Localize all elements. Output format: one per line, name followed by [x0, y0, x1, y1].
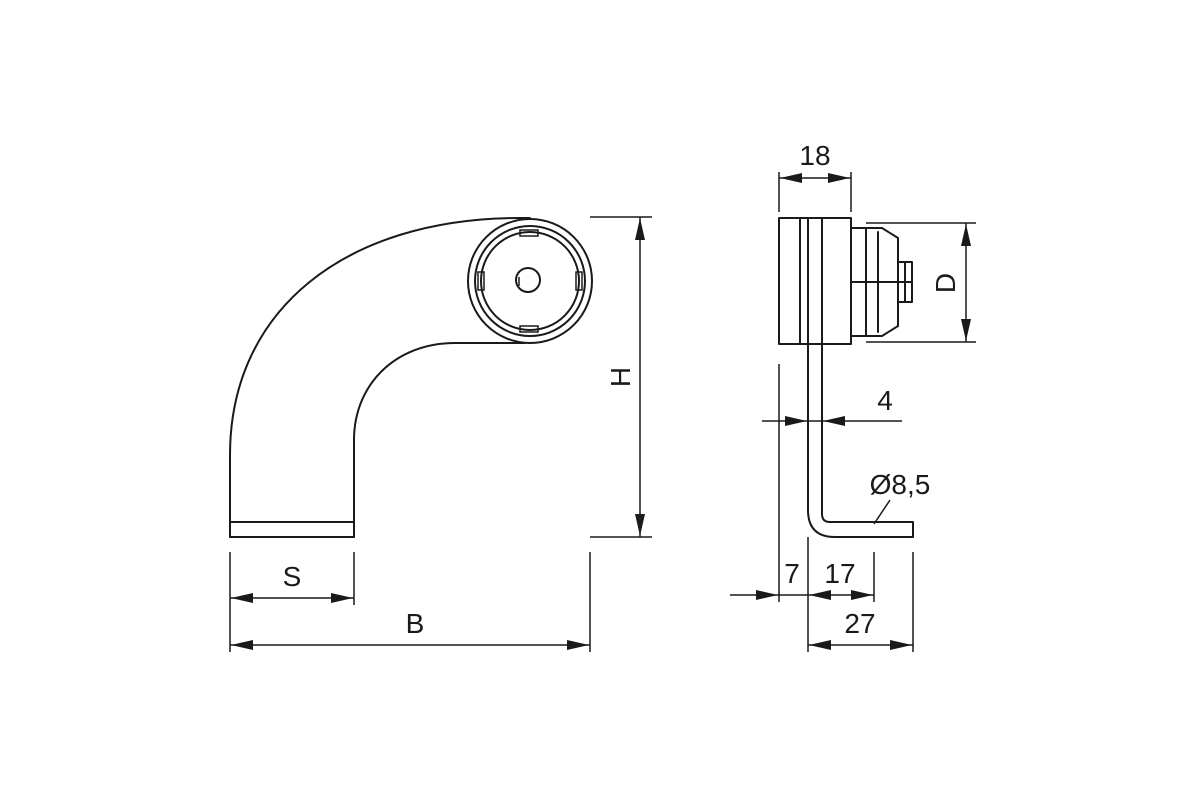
- dimension-hole: Ø8,5: [870, 469, 931, 525]
- dimension-base: 27: [808, 552, 914, 652]
- height-label: H: [605, 367, 636, 387]
- offset-b-label: 17: [824, 558, 855, 589]
- dimension-diameter: D: [866, 222, 976, 343]
- thickness-label: 4: [877, 385, 893, 416]
- side-block: [778, 217, 852, 345]
- hole-label: Ø8,5: [870, 469, 931, 500]
- socket-label: S: [283, 561, 302, 592]
- socket-hole: [515, 267, 541, 293]
- side-screw: [897, 261, 913, 303]
- dimension-offsets: 7 17: [730, 364, 875, 652]
- socket-outer-ring: [467, 218, 593, 344]
- side-view: [778, 217, 914, 538]
- front-view: [229, 217, 593, 538]
- offset-a-label: 7: [784, 558, 800, 589]
- socket-notch-top: [519, 229, 539, 237]
- socket-notch-bottom: [519, 325, 539, 333]
- side-width-label: 18: [799, 140, 830, 171]
- dimension-width: B: [229, 552, 591, 652]
- width-label: B: [406, 608, 425, 639]
- base-label: 27: [844, 608, 875, 639]
- dimension-thickness: 4: [762, 385, 902, 426]
- elbow-foot-plate: [229, 521, 355, 538]
- socket-inner-ring: [480, 231, 580, 331]
- dimension-height: H: [590, 216, 652, 538]
- diameter-label: D: [930, 273, 961, 293]
- side-l-profile: [807, 343, 914, 538]
- socket-notch-left: [477, 271, 485, 291]
- dimension-side-width: 18: [778, 140, 852, 212]
- elbow-outline: [229, 217, 531, 538]
- socket-notch-right: [575, 271, 583, 291]
- socket-middle-ring: [474, 225, 586, 337]
- side-socket-boss: [850, 227, 899, 337]
- dimension-socket: S: [229, 552, 355, 605]
- side-block-dividers: [799, 217, 823, 345]
